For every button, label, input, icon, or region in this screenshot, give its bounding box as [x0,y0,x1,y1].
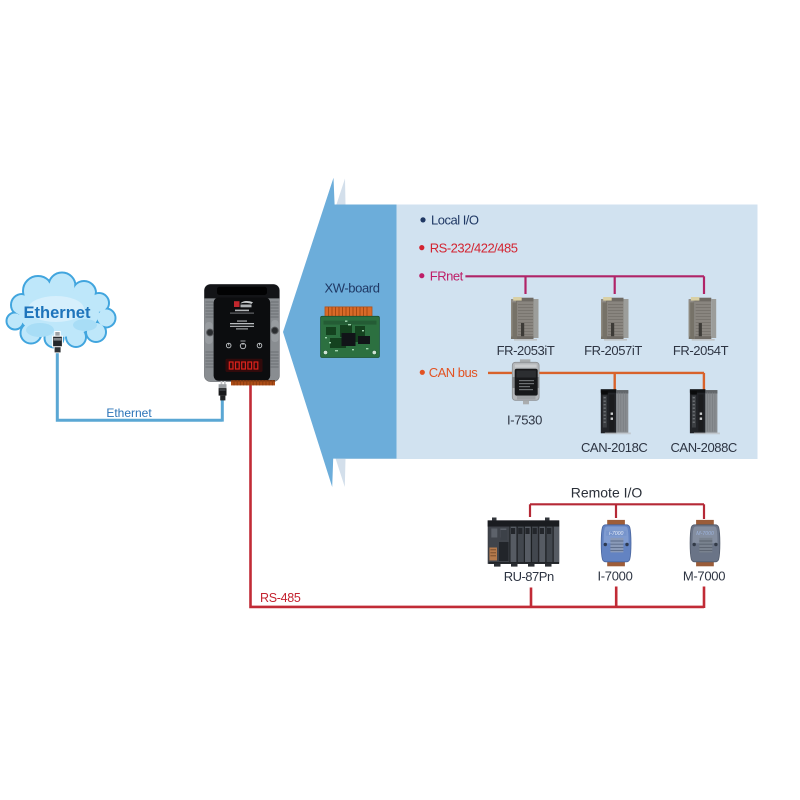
svg-text:FRnet: FRnet [430,268,464,283]
svg-text:RU-87Pn: RU-87Pn [504,569,554,584]
svg-text:M-7000: M-7000 [683,568,725,583]
svg-text:XW-board: XW-board [324,281,379,296]
svg-text:Ethernet: Ethernet [106,406,152,420]
svg-text:FR-2057iT: FR-2057iT [584,343,642,358]
svg-text:Ethernet: Ethernet [24,304,91,322]
svg-text:I-7530: I-7530 [507,412,542,427]
svg-text:CAN bus: CAN bus [429,365,479,380]
svg-text:I-7000: I-7000 [597,568,632,583]
svg-text:Local I/O: Local I/O [431,213,479,228]
svg-text:RS-485: RS-485 [260,591,301,605]
svg-text:RS-232/422/485: RS-232/422/485 [430,240,518,255]
svg-text:CAN-2088C: CAN-2088C [670,440,737,455]
svg-text:CAN-2018C: CAN-2018C [581,440,648,455]
svg-text:FR-2054T: FR-2054T [673,343,729,358]
svg-text:FR-2053iT: FR-2053iT [497,343,555,358]
svg-text:M-7000: M-7000 [696,531,714,537]
svg-text:i-7000: i-7000 [609,531,624,537]
svg-text:Remote I/O: Remote I/O [571,485,643,501]
